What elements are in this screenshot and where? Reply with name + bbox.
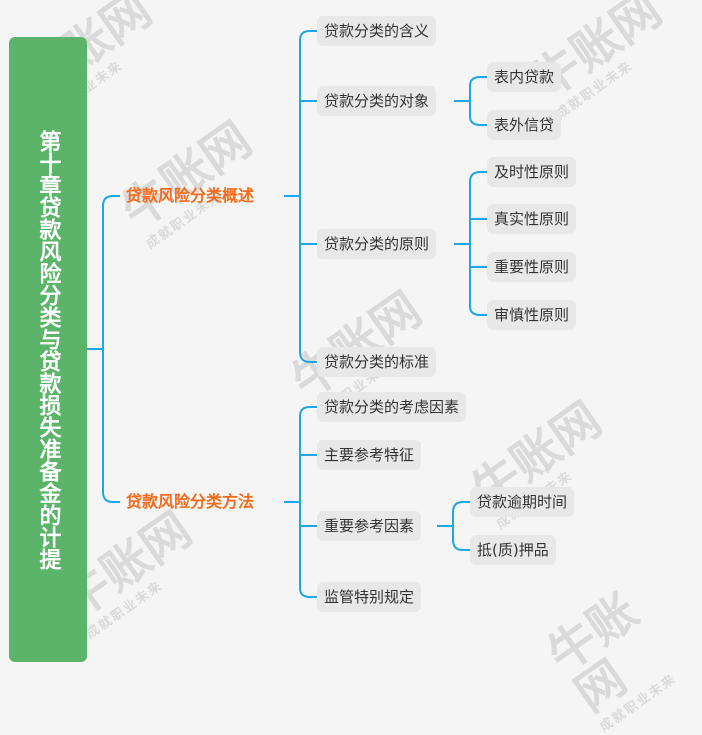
root-topic[interactable]: 第十章贷款风险分类与贷款损失准备金的计提	[9, 37, 87, 662]
node-collateral[interactable]: 抵(质)押品	[470, 535, 556, 565]
node-main-features[interactable]: 主要参考特征	[317, 440, 422, 470]
node-classification-factors[interactable]: 贷款分类的考虑因素	[317, 392, 467, 422]
mind-map: 牛账网 成就职业未来 牛账网 成就职业未来 牛账网 成就职业未来 牛账网 成就职…	[9, 0, 680, 735]
node-classification-object[interactable]: 贷款分类的对象	[317, 86, 437, 116]
node-classification-meaning[interactable]: 贷款分类的含义	[317, 16, 437, 46]
connector-lines	[87, 30, 487, 598]
branch-method[interactable]: 贷款风险分类方法	[126, 492, 255, 511]
node-on-balance-loans[interactable]: 表内贷款	[487, 62, 562, 92]
node-classification-standard[interactable]: 贷款分类的标准	[317, 347, 437, 377]
node-materiality-principle[interactable]: 重要性原则	[487, 252, 577, 282]
branch-overview[interactable]: 贷款风险分类概述	[126, 186, 255, 205]
node-overdue-time[interactable]: 贷款逾期时间	[470, 487, 575, 517]
node-key-factors[interactable]: 重要参考因素	[317, 511, 422, 541]
node-classification-principle[interactable]: 贷款分类的原则	[317, 229, 437, 259]
node-timeliness-principle[interactable]: 及时性原则	[487, 157, 577, 187]
node-regulatory-rules[interactable]: 监管特别规定	[317, 582, 422, 612]
node-authenticity-principle[interactable]: 真实性原则	[487, 204, 577, 234]
node-off-balance-credit[interactable]: 表外信贷	[487, 110, 562, 140]
root-topic-title: 第十章贷款风险分类与贷款损失准备金的计提	[35, 129, 61, 570]
node-prudence-principle[interactable]: 审慎性原则	[487, 300, 577, 330]
